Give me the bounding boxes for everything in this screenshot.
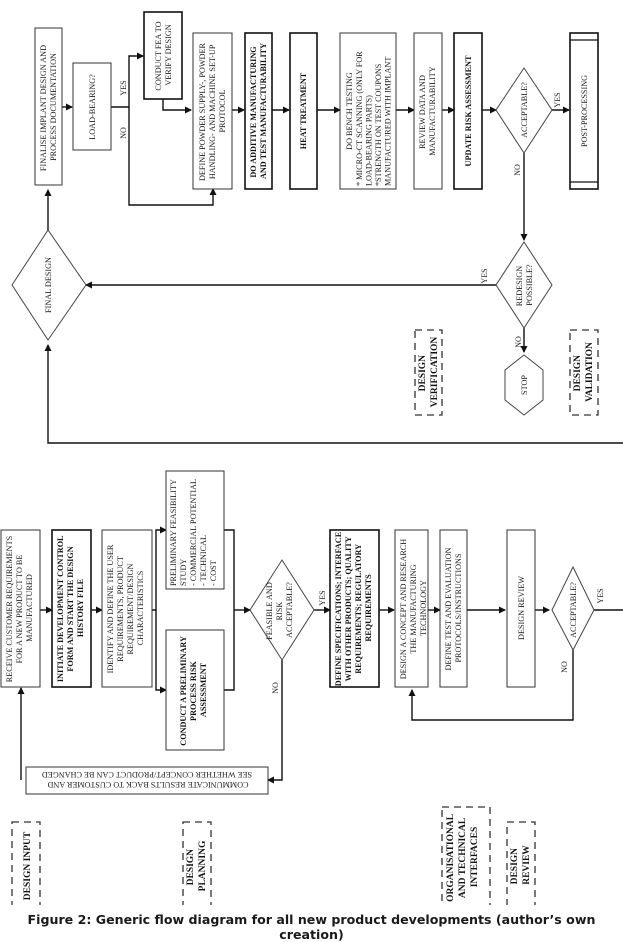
- svg-text:REVIEW DATA AND MANUFACT: REVIEW DATA AND MANUFACTURABILITY: [418, 66, 437, 156]
- initiate-control-form-box: INITIATE DEVELOPMENT CONTROL FORM AND ST…: [51, 529, 92, 688]
- stop-terminal: STOP: [504, 354, 544, 416]
- define-test-protocols-box: DEFINE TEST AND EVALUATION PROTOCOLS/INS…: [439, 529, 468, 688]
- no-label: NO: [513, 164, 522, 176]
- feasible-decision: FEASIBLE AND RISK ACCEPTABLE?: [249, 559, 315, 661]
- flow-diagram: FINAL DESIGN FINALISE IMPLANT DESIGN AND…: [0, 11, 623, 905]
- communicate-results-box: COMMUNICATE RESULTS BACK TO CUSTOMER AND…: [25, 766, 269, 795]
- svg-text:* MICRO-CT SCANNING (ONLY FOR: * MICRO-CT SCANNING (ONLY FOR LOAD-BEARI…: [355, 49, 393, 186]
- svg-text:ACCEPTABLE?: ACCEPTABLE?: [520, 82, 529, 138]
- phase-design-validation: DESIGN VALIDATION: [569, 329, 599, 416]
- svg-text:DESIGN A CONCEPT AND RESEARCH: DESIGN A CONCEPT AND RESEARCH THE MANUFA…: [399, 537, 428, 679]
- define-powder-box: DEFINE POWDER SUPPLY-, POWDER HANDLING- …: [192, 32, 233, 190]
- conduct-fea-box: CONDUCT FEA TO VERIFY DESIGN: [143, 11, 183, 100]
- svg-text:POST-PROCESSING: POST-PROCESSING: [580, 75, 589, 147]
- svg-text:UPDATE RISK ASSESSMENT: UPDATE RISK ASSESSMENT: [464, 55, 473, 166]
- svg-text:DEFINE SPECIFICATIONS; INTERFA: DEFINE SPECIFICATIONS; INTERFACE WITH OT…: [334, 530, 373, 686]
- svg-text:IDENTIFY AND DEFINE THE USER: IDENTIFY AND DEFINE THE USER REQUIREMENT…: [106, 543, 145, 674]
- bench-testing-box: DO BENCH TESTING * MICRO-CT SCANNING (ON…: [339, 32, 397, 190]
- review-acceptable-decision: ACCEPTABLE?: [551, 565, 595, 652]
- svg-text:DESIGN REVIEW: DESIGN REVIEW: [517, 576, 526, 640]
- svg-text:LOAD-BEARING?: LOAD-BEARING?: [88, 74, 97, 140]
- svg-text:COMMUNICATE RESULTS BACK TO CU: COMMUNICATE RESULTS BACK TO CUSTOMER AND…: [42, 770, 252, 789]
- connectors-top: [44, 52, 623, 444]
- svg-text:DESIGN REVIEW: DESIGN REVIEW: [510, 845, 532, 885]
- svg-text:DESIGN INPUT: DESIGN INPUT: [23, 831, 33, 900]
- yes-label: YES: [318, 590, 327, 605]
- phase-design-planning: DESIGN PLANNING: [182, 821, 212, 905]
- svg-text:PRELIMINARY FEASIBILITY: PRELIMINARY FEASIBILITY STUDY - COMMERCI…: [169, 477, 218, 586]
- design-review-box: DESIGN REVIEW: [506, 529, 536, 688]
- svg-text:DESIGN VERIFICATION: DESIGN VERIFICATION: [418, 337, 440, 408]
- yes-label: YES: [480, 268, 489, 283]
- final-design-decision: FINAL DESIGN: [11, 229, 87, 341]
- phase-org-tech-interfaces: ORGANISATIONAL AND TECHNICAL INTERFACES: [441, 806, 491, 905]
- svg-text:CONDUCT FEA TO VERIFY DE: CONDUCT FEA TO VERIFY DESIGN: [154, 19, 173, 90]
- define-specifications-box: DEFINE SPECIFICATIONS; INTERFACE WITH OT…: [329, 529, 380, 688]
- phase-design-verification: DESIGN VERIFICATION: [414, 329, 443, 416]
- svg-text:DESIGN PLANNING: DESIGN PLANNING: [186, 840, 208, 891]
- svg-text:DO ADDITIVE MANUFACTURING: DO ADDITIVE MANUFACTURING AND TEST MANUF…: [249, 43, 268, 179]
- phase-design-review: DESIGN REVIEW: [506, 821, 536, 905]
- redesign-possible-decision: REDESIGN POSSIBLE?: [495, 241, 553, 329]
- svg-text:INITIATE DEVELOPMENT CONTROL: INITIATE DEVELOPMENT CONTROL FORM AND ST…: [56, 534, 85, 682]
- svg-text:REDESIGN POSSIBLE?: REDESIGN POSSIBLE?: [515, 264, 534, 307]
- svg-text:DEFINE TEST AND EVALUATION: DEFINE TEST AND EVALUATION PROTOCOLS/INS…: [444, 545, 463, 670]
- additive-manufacturing-box: DO ADDITIVE MANUFACTURING AND TEST MANUF…: [244, 32, 273, 190]
- receive-requirements-box: RECEIVE CUSTOMER REQUIREMENTS FOR A NEW …: [0, 529, 41, 688]
- design-concept-box: DESIGN A CONCEPT AND RESEARCH THE MANUFA…: [394, 529, 429, 688]
- feasibility-study-box: PRELIMINARY FEASIBILITY STUDY - COMMERCI…: [165, 470, 225, 590]
- svg-text:DEFINE POWDER SUPPLY-, POWDER: DEFINE POWDER SUPPLY-, POWDER HANDLING- …: [198, 41, 227, 181]
- yes-label: YES: [596, 588, 605, 603]
- finalise-design-box: FINALISE IMPLANT DESIGN AND PROCESS DOCU…: [34, 27, 63, 186]
- svg-text:ACCEPTABLE?: ACCEPTABLE?: [569, 582, 578, 638]
- no-label: NO: [119, 127, 128, 139]
- identify-requirements-box: IDENTIFY AND DEFINE THE USER REQUIREMENT…: [101, 529, 153, 688]
- svg-text:DO BENCH TESTING: DO BENCH TESTING: [345, 72, 354, 150]
- svg-text:FINALISE IMPLANT DESIGN AND: FINALISE IMPLANT DESIGN AND PROCESS DOCU…: [39, 43, 58, 171]
- no-label: NO: [560, 661, 569, 673]
- yes-label: YES: [553, 92, 562, 107]
- phase-design-input: DESIGN INPUT: [11, 821, 41, 905]
- svg-text:CONDUCT A PRELIMINARY PR: CONDUCT A PRELIMINARY PROCESS RISK ASSES…: [179, 634, 208, 745]
- heat-treatment-box: HEAT TREATMENT: [289, 32, 318, 190]
- svg-text:FEASIBLE AND RISK: FEASIBLE AND RISK ACCEPTABLE?: [265, 580, 294, 640]
- svg-text:ORGANISATIONAL AND TECHN: ORGANISATIONAL AND TECHNICAL INTERFACES: [446, 812, 480, 902]
- svg-text:FINAL DESIGN: FINAL DESIGN: [44, 257, 53, 313]
- svg-text:HEAT TREATMENT: HEAT TREATMENT: [299, 72, 308, 149]
- no-label: NO: [271, 682, 280, 694]
- yes-label: YES: [119, 80, 128, 95]
- svg-text:RECEIVE CUSTOMER REQUIREMENTS: RECEIVE CUSTOMER REQUIREMENTS FOR A NEW …: [5, 534, 34, 682]
- validation-acceptable-decision: ACCEPTABLE?: [495, 67, 553, 154]
- no-label: NO: [514, 336, 523, 348]
- connectors-bottom: [17, 526, 623, 784]
- review-data-box: REVIEW DATA AND MANUFACTURABILITY: [413, 32, 443, 190]
- svg-text:STOP: STOP: [520, 375, 529, 395]
- svg-text:DESIGN VALIDATION: DESIGN VALIDATION: [573, 342, 595, 402]
- risk-assessment-box: CONDUCT A PRELIMINARY PROCESS RISK ASSES…: [165, 629, 225, 751]
- load-bearing-box: LOAD-BEARING?: [72, 62, 112, 151]
- post-processing-box: POST-PROCESSING: [569, 32, 599, 190]
- figure-caption: Figure 2: Generic flow diagram for all n…: [27, 912, 596, 942]
- update-risk-box: UPDATE RISK ASSESSMENT: [453, 32, 483, 190]
